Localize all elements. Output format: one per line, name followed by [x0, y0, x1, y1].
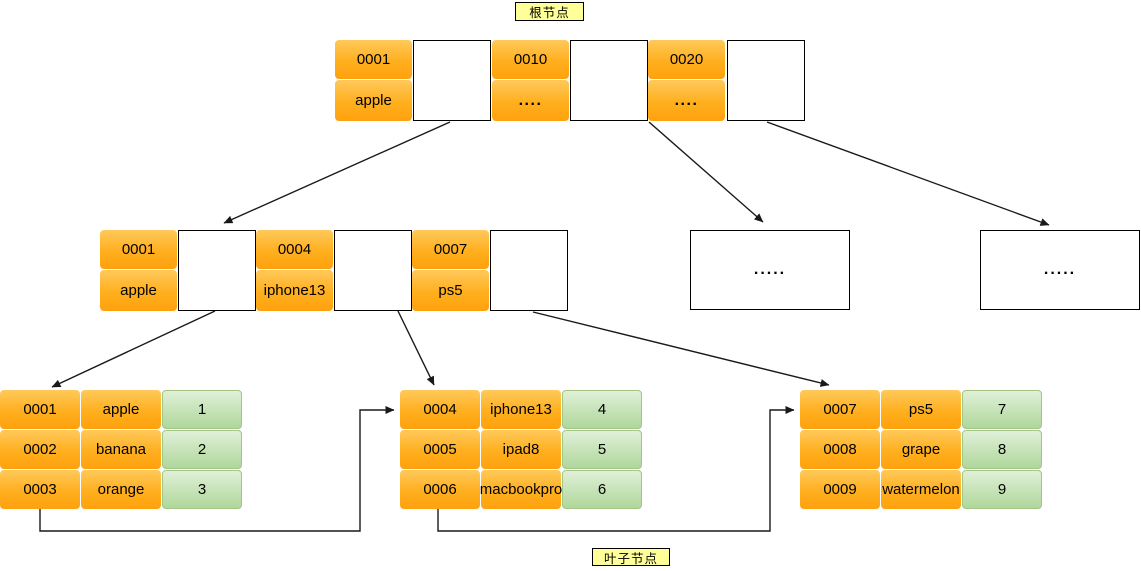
leaf-name-cell: ipad8 — [481, 430, 561, 469]
leaf-key-cell: 0004 — [400, 390, 480, 429]
arrow-internal-to-leaf-2 — [397, 310, 435, 386]
leaf-node-3: 0007 ps5 7 0008 grape 8 0009 watermelon … — [800, 390, 1042, 509]
arrow-internal-to-leaf-1 — [51, 310, 216, 388]
leaf-name-cell: ps5 — [881, 390, 961, 429]
root-pointer-cell — [413, 40, 491, 121]
leaf-name-cell: macbookpro — [480, 470, 562, 509]
root-value-cell: .... — [648, 80, 725, 121]
leaf-key-cell: 0001 — [0, 390, 80, 429]
root-value-cell: apple — [335, 80, 412, 121]
leaf-value-cell: 4 — [562, 390, 642, 429]
leaf-value-cell: 5 — [562, 430, 642, 469]
root-key-cell: 0010 — [492, 40, 569, 79]
internal-pointer-cell — [178, 230, 256, 311]
root-key-cell: 0001 — [335, 40, 412, 79]
leaf-key-cell: 0009 — [800, 470, 880, 509]
internal-key-cell: 0004 — [256, 230, 333, 269]
leaf-value-cell: 9 — [962, 470, 1042, 509]
leaf-key-cell: 0007 — [800, 390, 880, 429]
leaf-name-cell: grape — [881, 430, 961, 469]
leaf-key-cell: 0003 — [0, 470, 80, 509]
leaf-key-cell: 0006 — [400, 470, 480, 509]
leaf-name-cell: watermelon — [881, 470, 961, 509]
root-pointer-cell — [570, 40, 648, 121]
internal-value-cell: apple — [100, 270, 177, 311]
root-pointer-cell — [727, 40, 805, 121]
arrow-root-to-internal-right — [766, 121, 1050, 226]
arrow-internal-to-leaf-3 — [532, 311, 830, 387]
internal-value-cell: iphone13 — [256, 270, 333, 311]
leaf-node-2: 0004 iphone13 4 0005 ipad8 5 0006 macboo… — [400, 390, 642, 509]
internal-value-cell: ps5 — [412, 270, 489, 311]
leaf-key-cell: 0008 — [800, 430, 880, 469]
leaf-value-cell: 8 — [962, 430, 1042, 469]
root-value-cell: .... — [492, 80, 569, 121]
leaf-name-cell: iphone13 — [481, 390, 561, 429]
internal-pointer-cell — [334, 230, 412, 311]
internal-node-ellipsis-2: ..... — [980, 230, 1140, 310]
leaf-node-label: 叶子节点 — [592, 548, 670, 566]
internal-key-cell: 0001 — [100, 230, 177, 269]
arrow-root-to-internal-left — [223, 121, 451, 224]
root-node-label: 根节点 — [515, 2, 584, 21]
leaf-value-cell: 1 — [162, 390, 242, 429]
internal-key-cell: 0007 — [412, 230, 489, 269]
root-node: 0001 apple 0010 .... 0020 .... — [335, 40, 805, 121]
arrow-root-to-internal-middle — [648, 121, 764, 223]
leaf-key-cell: 0002 — [0, 430, 80, 469]
leaf-value-cell: 6 — [562, 470, 642, 509]
leaf-name-cell: orange — [81, 470, 161, 509]
internal-node-left: 0001 apple 0004 iphone13 0007 ps5 — [100, 230, 568, 311]
leaf-name-cell: apple — [81, 390, 161, 429]
leaf-name-cell: banana — [81, 430, 161, 469]
internal-node-ellipsis-1: ..... — [690, 230, 850, 310]
leaf-key-cell: 0005 — [400, 430, 480, 469]
root-key-cell: 0020 — [648, 40, 725, 79]
internal-pointer-cell — [490, 230, 568, 311]
leaf-value-cell: 3 — [162, 470, 242, 509]
leaf-value-cell: 2 — [162, 430, 242, 469]
leaf-node-1: 0001 apple 1 0002 banana 2 0003 orange 3 — [0, 390, 242, 509]
leaf-value-cell: 7 — [962, 390, 1042, 429]
